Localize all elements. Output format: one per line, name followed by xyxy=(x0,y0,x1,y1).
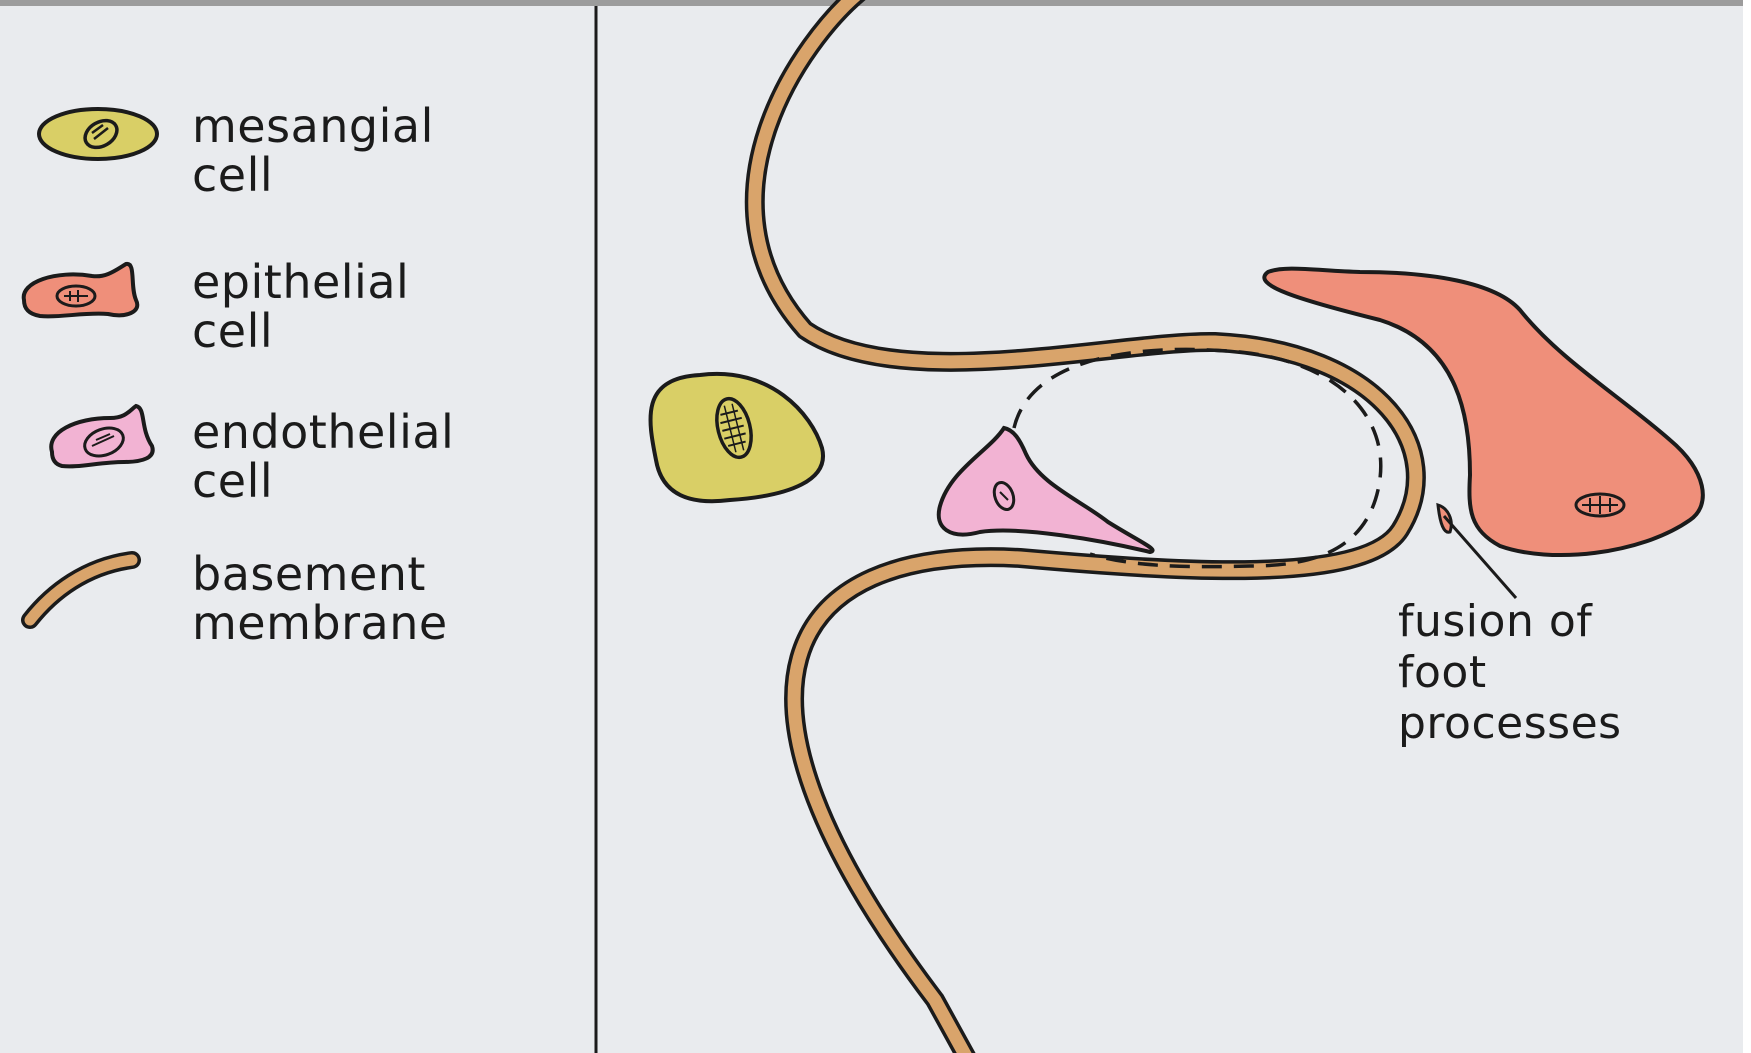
legend-label-basement-membrane: basement membrane xyxy=(192,550,448,648)
legend-label-epithelial: epithelial cell xyxy=(192,258,409,356)
mesangial-cell-icon xyxy=(39,109,157,159)
basement-membrane-icon xyxy=(30,560,132,620)
legend-label-mesangial: mesangial cell xyxy=(192,102,434,200)
epithelial-cell xyxy=(1264,269,1703,555)
endothelial-cell-icon xyxy=(51,406,152,466)
legend-label-endothelial: endothelial cell xyxy=(192,408,454,506)
mesangial-cell xyxy=(651,374,824,501)
endothelial-cell xyxy=(939,428,1153,552)
epithelial-cell-icon xyxy=(24,264,138,317)
fusion-annotation-label: fusion of foot processes xyxy=(1398,596,1622,749)
